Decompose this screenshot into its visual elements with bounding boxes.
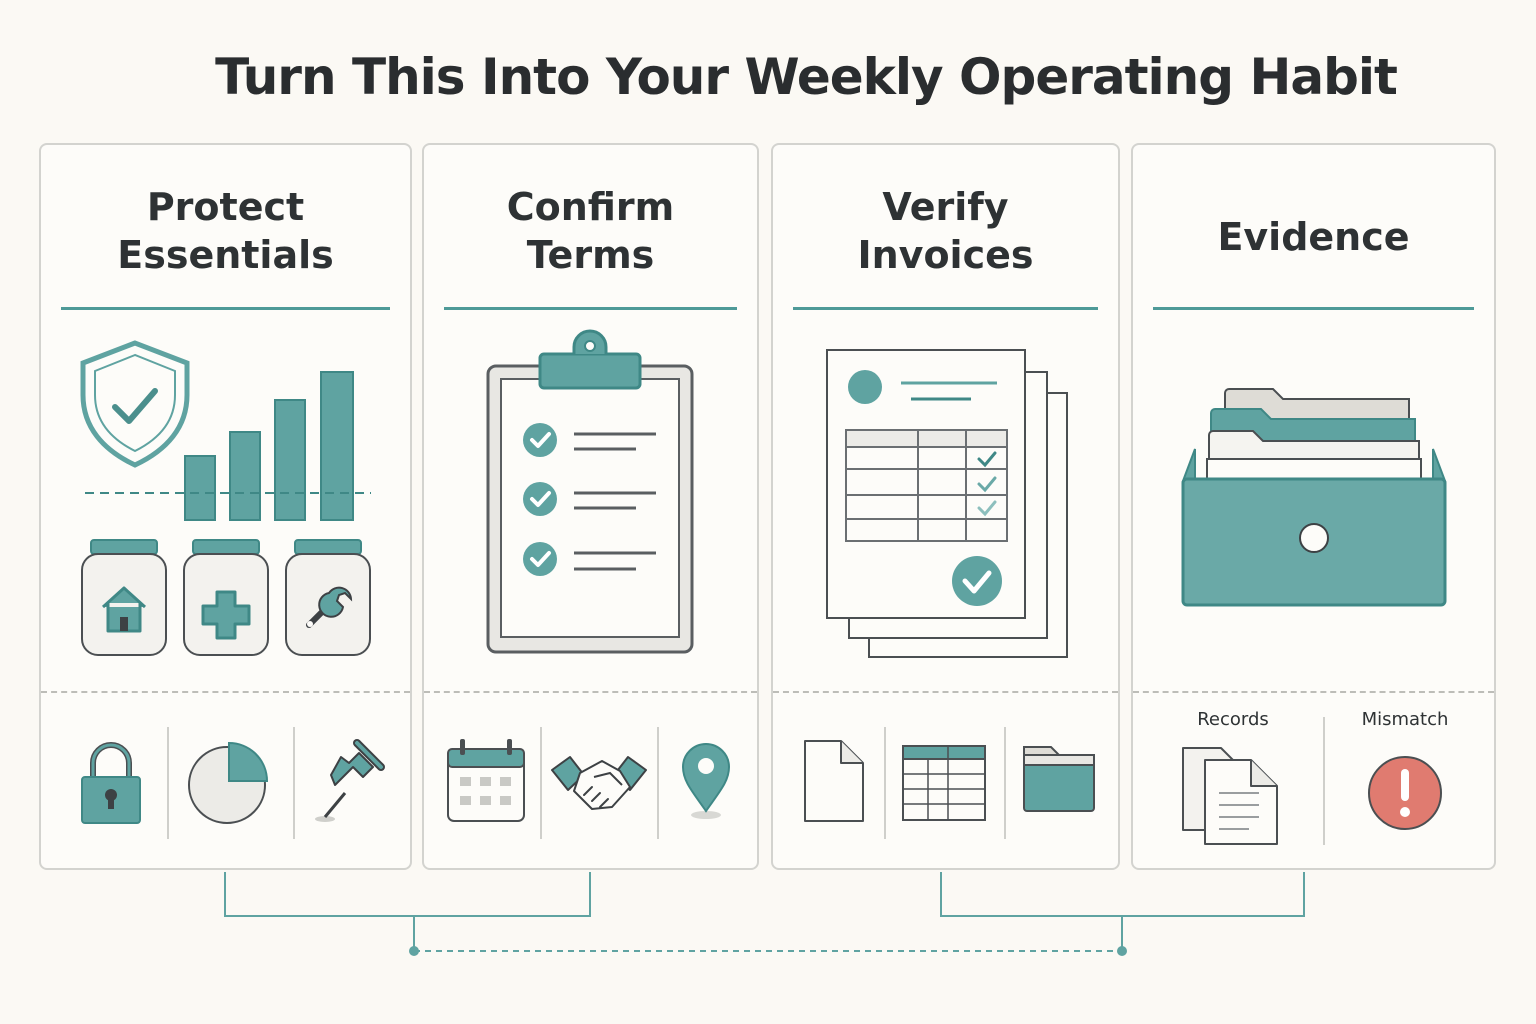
footer-separator	[1323, 717, 1325, 845]
handshake-icon	[551, 756, 647, 810]
invoice-stack-icon	[826, 349, 1068, 658]
records-icon	[1182, 747, 1278, 845]
medical-jar-icon	[183, 539, 269, 656]
title-underline	[61, 307, 390, 310]
footer-separator	[1004, 727, 1006, 839]
file-box-icon	[1181, 388, 1447, 607]
section-divider	[41, 691, 410, 693]
clipboard-checklist-icon	[486, 329, 694, 654]
spreadsheet-icon	[902, 745, 986, 821]
calendar-icon	[447, 739, 525, 822]
panel-title: Protect Essentials	[117, 185, 334, 277]
panel-title: Evidence	[1217, 215, 1410, 259]
section-divider	[773, 691, 1118, 693]
title-underline	[444, 307, 737, 310]
panel-protect-essentials: Protect Essentials	[39, 143, 412, 870]
folder-icon	[1023, 746, 1095, 812]
home-jar-icon	[81, 539, 167, 656]
page-title: Turn This Into Your Weekly Operating Hab…	[215, 48, 1398, 106]
pie-chart-icon	[188, 741, 269, 824]
location-pin-icon	[681, 743, 731, 819]
title-underline	[793, 307, 1098, 310]
footer-separator	[293, 727, 295, 839]
mismatch-label: Mismatch	[1361, 709, 1449, 730]
shield-check-icon	[80, 340, 190, 468]
section-divider	[1133, 691, 1494, 693]
footer-separator	[540, 727, 542, 839]
panel-title: Verify Invoices	[857, 185, 1034, 277]
alert-icon	[1368, 756, 1442, 830]
footer-separator	[167, 727, 169, 839]
panel-confirm-terms: Confirm Terms	[422, 143, 759, 870]
pushpin-icon	[315, 739, 385, 822]
panel-title: Confirm Terms	[506, 185, 675, 277]
wrench-jar-icon	[285, 539, 371, 656]
footer-separator	[884, 727, 886, 839]
panel-evidence: Evidence Records Mismat	[1131, 143, 1496, 870]
section-divider	[424, 691, 757, 693]
footer-separator	[657, 727, 659, 839]
lock-icon	[81, 742, 141, 824]
title-underline	[1153, 307, 1474, 310]
document-icon	[804, 740, 864, 822]
records-label: Records	[1197, 709, 1269, 730]
bar-chart-icon	[85, 371, 371, 521]
panel-verify-invoices: Verify Invoices	[771, 143, 1120, 870]
